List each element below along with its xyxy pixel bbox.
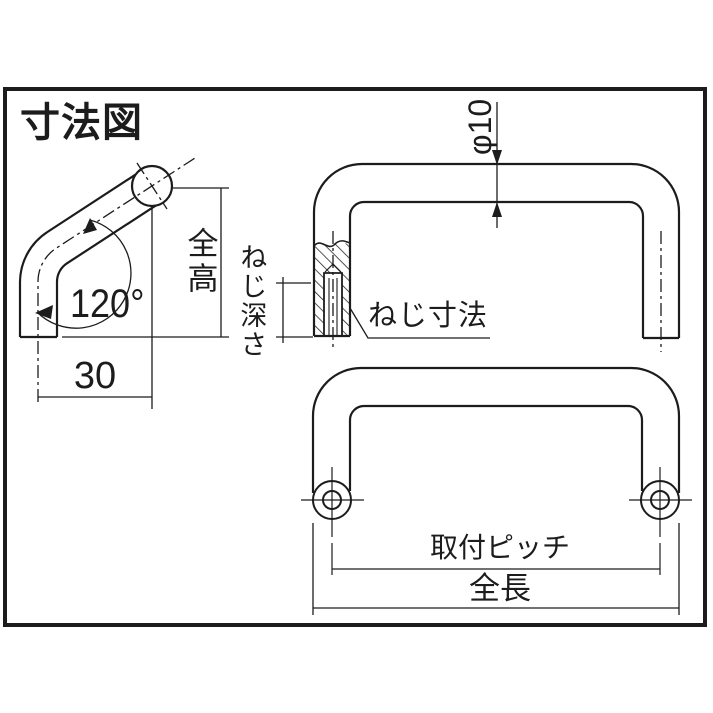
thread-size-leader (349, 307, 490, 339)
mounting-view (301, 366, 692, 615)
drawing-frame (3, 87, 707, 627)
overall-length-label: 全長 (469, 571, 531, 606)
angle-arc (36, 219, 132, 329)
thread-depth-label: ねじ深さ (236, 243, 267, 359)
mounting-pitch-label: 取付ピッチ (429, 532, 570, 563)
front-section-view (276, 102, 681, 352)
section-hatching (314, 243, 350, 335)
thread-size-label: ねじ寸法 (368, 300, 489, 332)
overall-height-label: 全高 (182, 227, 218, 297)
tube-centerline (37, 157, 196, 402)
diameter-arrow-top (492, 150, 502, 165)
diameter-arrow-bottom (492, 202, 502, 217)
drawing-title: 寸法図 (20, 101, 143, 145)
tube-diameter-label: φ10 (462, 98, 498, 156)
leg-offset-label: 30 (73, 355, 117, 397)
bend-angle-label: 120° (70, 282, 145, 326)
angle-arrow-left (35, 305, 53, 319)
side-profile-view (18, 157, 229, 409)
section-break-line (313, 240, 351, 248)
angle-arrow-up (83, 218, 97, 234)
end-face-centerline (136, 162, 168, 210)
